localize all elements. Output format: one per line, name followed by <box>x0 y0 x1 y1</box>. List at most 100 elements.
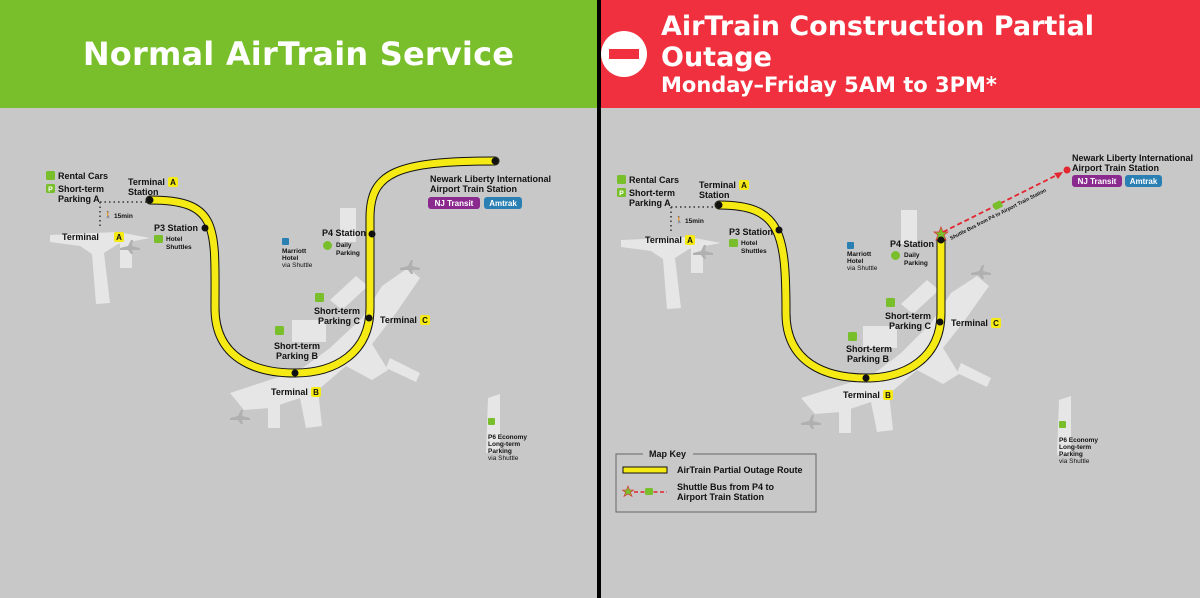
terminal-b-stop <box>862 374 870 382</box>
svg-text:C: C <box>422 316 428 325</box>
p4-building <box>901 210 917 244</box>
map-key-shuttle-label-2: Airport Train Station <box>677 492 764 502</box>
terminal-station-label-1: Terminal <box>128 177 165 187</box>
svg-text:P: P <box>48 187 53 194</box>
marriott-icon <box>282 238 289 245</box>
map-key-route-swatch <box>622 466 668 474</box>
marriott-icon <box>847 242 854 249</box>
newark-station-stop <box>491 157 499 165</box>
partial-outage-header: AirTrain Construction Partial Outage Mon… <box>601 0 1200 108</box>
parking-c-icon <box>315 293 324 302</box>
parking-c-icon <box>886 298 895 307</box>
rental-cars-label: Rental Cars <box>629 175 679 185</box>
short-term-b-label-1: Short-term <box>274 341 320 351</box>
short-term-b-label-2: Parking B <box>276 351 319 361</box>
parking-icon <box>46 184 55 193</box>
p6-label-2: Long-term <box>488 441 520 448</box>
newark-label-2: Airport Train Station <box>1072 163 1159 173</box>
hotel-shuttle-icon <box>729 239 738 247</box>
p6-icon <box>1059 421 1066 428</box>
terminal-a-badge <box>739 180 749 190</box>
normal-service-map: Rental Cars P Short-term Parking A Termi… <box>46 156 551 462</box>
terminal-c-label: Terminal <box>951 318 988 328</box>
plane-icons <box>693 245 991 429</box>
terminal-a-wing <box>691 245 703 273</box>
map-key-shuttle-label-1: Shuttle Bus from P4 to <box>677 482 775 492</box>
parking-b-icon <box>275 326 284 335</box>
p3-station-stop <box>201 224 209 232</box>
p3-station-label: P3 Station <box>154 223 198 233</box>
parking-c-building <box>330 276 368 310</box>
shuttle-bus-icon <box>992 200 1003 210</box>
svg-text:P: P <box>619 191 624 198</box>
terminal-c-stop <box>365 314 373 322</box>
nj-transit-label: NJ Transit <box>1078 177 1117 186</box>
marriott-label-1: Marriott <box>847 251 872 258</box>
short-term-a-label-1: Short-term <box>58 184 104 194</box>
newark-label-1: Newark Liberty International <box>1072 153 1193 163</box>
parking-b-icon <box>848 332 857 341</box>
terminal-b-label: Terminal <box>271 387 308 397</box>
airtrain-partial-route <box>714 200 946 383</box>
rental-car-icon <box>617 175 626 184</box>
hotel-label-2: Shuttles <box>741 248 767 255</box>
amtrak-label: Amtrak <box>489 199 517 208</box>
map-key-frame <box>615 453 817 513</box>
shuttle-arrow-icon <box>1054 172 1063 179</box>
hotel-label-1: Hotel <box>166 236 182 243</box>
p4-building <box>340 208 356 242</box>
parking-b-building <box>292 320 326 342</box>
daily-label-1: Daily <box>336 242 352 249</box>
newark-station-stop <box>1063 166 1071 174</box>
terminal-c-pier <box>386 358 420 382</box>
no-entry-icon <box>601 31 647 77</box>
svg-text:B: B <box>885 391 891 400</box>
terminal-bc-building <box>801 276 989 432</box>
terminal-c-pier <box>957 363 991 387</box>
terminal-a-badge-2 <box>114 232 124 242</box>
terminal-b-pier <box>268 398 280 428</box>
svg-text:A: A <box>116 233 122 242</box>
short-term-c-label-2: Parking C <box>889 321 932 331</box>
parking-c-building <box>901 280 939 314</box>
airtrain-stations <box>146 157 499 377</box>
map-key-bus-icon <box>645 488 653 495</box>
terminal-a-building <box>621 237 721 309</box>
daily-label-1: Daily <box>904 252 920 259</box>
svg-text:B: B <box>313 388 319 397</box>
rental-car-icon <box>46 171 55 180</box>
newark-label-2: Airport Train Station <box>430 184 517 194</box>
p4-station-label: P4 Station <box>890 239 934 249</box>
short-term-b-label-1: Short-term <box>846 344 892 354</box>
p4-station-stop <box>368 230 376 238</box>
hotel-shuttle-icon <box>154 235 163 243</box>
short-term-c-label-1: Short-term <box>314 306 360 316</box>
p3-station-stop <box>775 226 783 234</box>
terminal-station-stop <box>715 201 723 209</box>
terminal-b-badge <box>311 387 321 397</box>
short-term-c-label-2: Parking C <box>318 316 361 326</box>
svg-text:A: A <box>741 181 747 190</box>
normal-service-panel: Normal AirTrain Service <box>0 0 597 598</box>
terminal-station-stop <box>146 196 154 204</box>
short-term-c-label-1: Short-term <box>885 311 931 321</box>
walk-time-label: 15min <box>114 213 133 220</box>
map-key-title: Map Key <box>649 449 686 459</box>
p3-station-label: P3 Station <box>729 227 773 237</box>
nj-transit-badge <box>428 197 480 209</box>
terminal-c-stop <box>936 318 944 326</box>
svg-text:A: A <box>170 178 176 187</box>
p4-station-label: P4 Station <box>322 228 366 238</box>
terminal-b-label: Terminal <box>843 390 880 400</box>
p6-icon <box>488 418 495 425</box>
nj-transit-label: NJ Transit <box>435 199 474 208</box>
walking-path <box>670 206 719 233</box>
marriott-label-2: Hotel <box>847 258 863 265</box>
daily-parking-icon <box>891 251 900 260</box>
walk-person-icon: 🚶 <box>675 216 683 224</box>
p6-label-2: Long-term <box>1059 444 1091 451</box>
terminal-station-label-1: Terminal <box>699 180 736 190</box>
terminal-a-building <box>50 232 150 304</box>
terminal-station-label-2: Station <box>699 190 730 200</box>
daily-parking-icon <box>323 241 332 250</box>
